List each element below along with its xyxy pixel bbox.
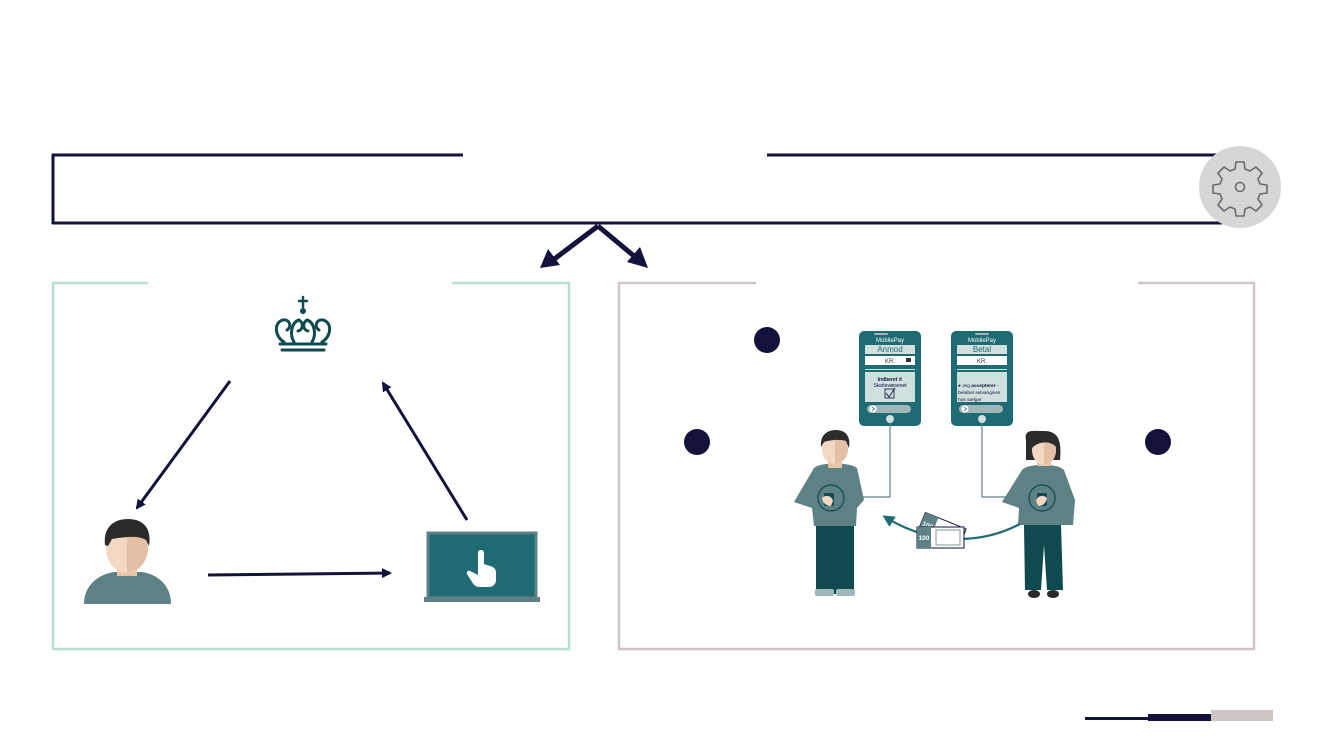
left-panel-frame [51, 281, 571, 651]
phone-action-label: Anmod [877, 345, 902, 354]
phone-note: Indberet til [878, 377, 903, 383]
phone-right: MobilePay Betal KR. ● Jeg accepterer - b… [951, 331, 1013, 426]
banknote-value: 100 [921, 520, 934, 531]
woman-figure [1002, 430, 1075, 598]
checkbox-icon [884, 388, 895, 399]
man-figure [794, 430, 864, 596]
gear-icon[interactable] [1199, 146, 1281, 228]
phone-consent-line3: hos sælger [958, 397, 982, 403]
phone-left: MobilePay Anmod KR. Indberet til Skattev… [859, 331, 921, 426]
laptop-touch-icon [424, 531, 540, 602]
bullet-dot [684, 429, 710, 455]
phone-currency: KR. [977, 359, 987, 365]
triangle-arrows [135, 380, 469, 579]
card-icon [906, 358, 911, 362]
split-arrows [540, 224, 648, 268]
bullet-dot [1145, 429, 1171, 455]
right-panel-frame [617, 281, 1256, 651]
person-icon [84, 519, 171, 604]
phone-app-name: MobilePay [968, 338, 996, 344]
banknote-value: 100 [919, 535, 930, 542]
banknote-icon: 100 100 [916, 511, 967, 549]
phone-consent-line2: beløbet selvangives [958, 390, 1001, 396]
page-progress-bar [1085, 710, 1273, 721]
phone-currency: KR. [885, 359, 895, 365]
phone-app-name: MobilePay [876, 338, 904, 344]
phone-action-label: Betal [973, 345, 991, 354]
phone-connectors [844, 423, 1030, 498]
next-icon [869, 405, 877, 413]
next-icon [961, 405, 969, 413]
crown-icon [274, 295, 332, 352]
bullet-dot [754, 327, 780, 353]
top-frame [51, 153, 1222, 225]
phone-note-line2: Skattevæsenet [873, 383, 907, 389]
phone-consent-line1: ● Jeg accepterer - [958, 383, 999, 389]
